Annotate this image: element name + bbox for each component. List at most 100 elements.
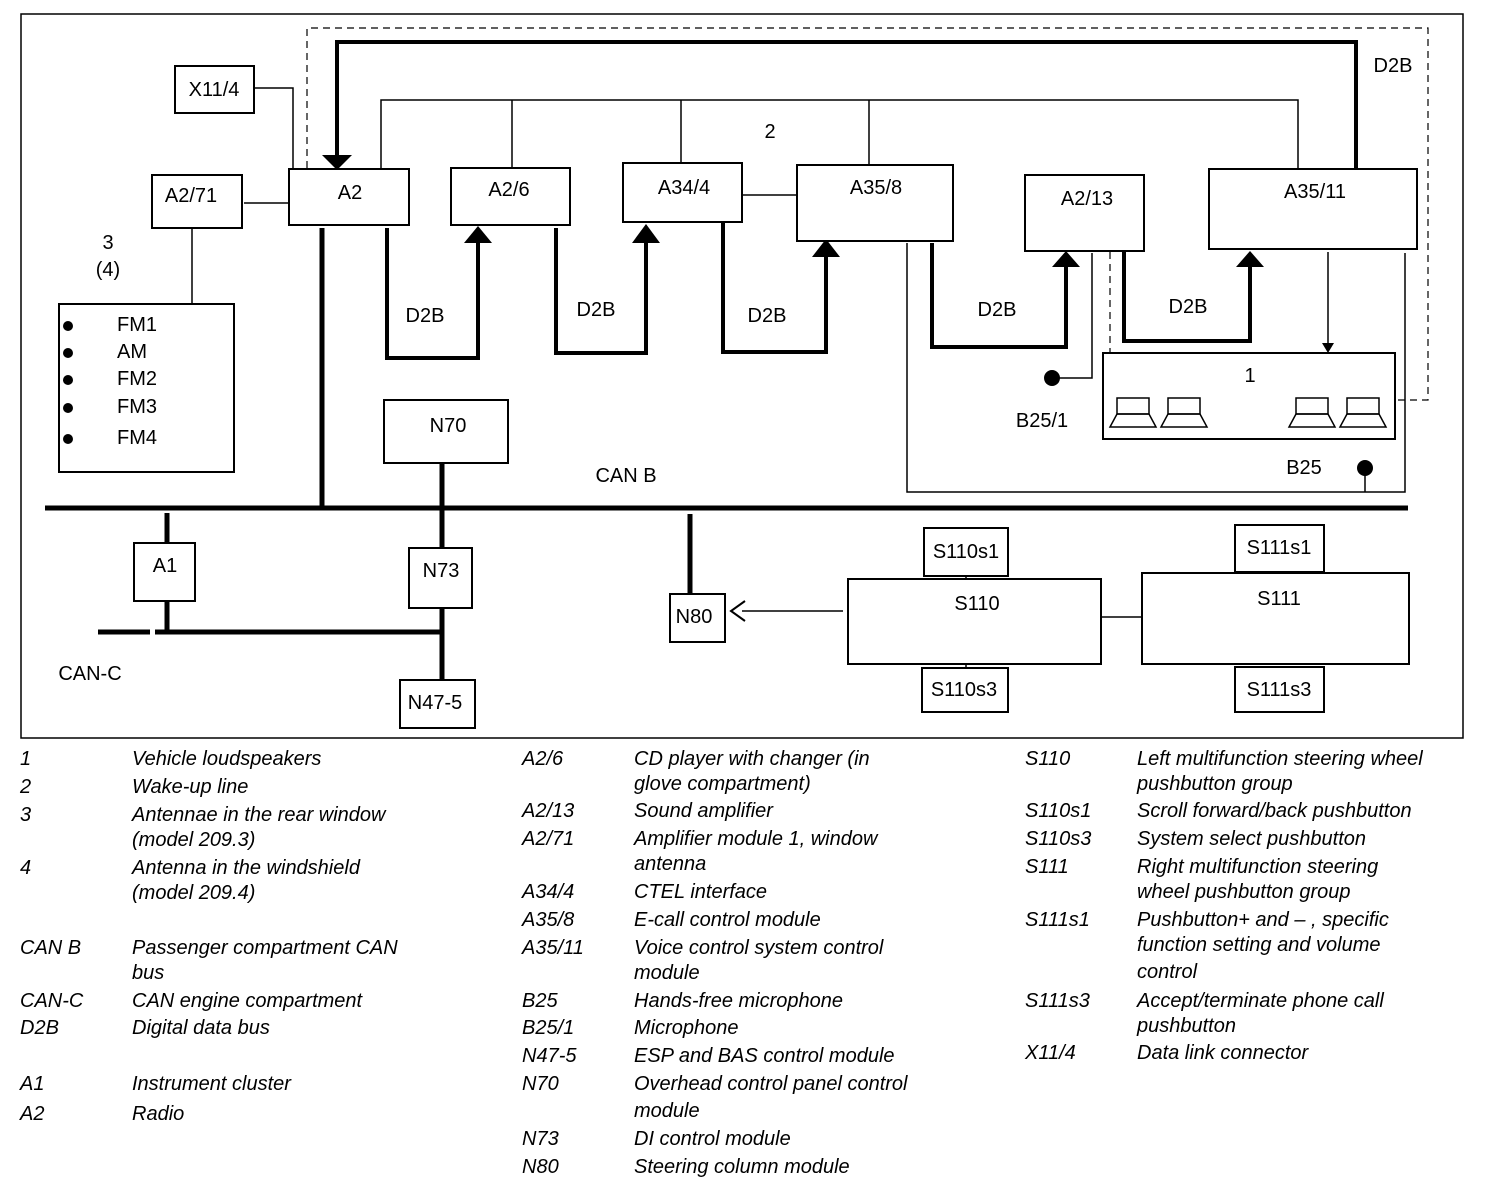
antenna-bullet bbox=[63, 434, 73, 444]
antenna-box: FM1 AM FM2 FM3 FM4 bbox=[58, 303, 235, 473]
s111-box: S111 bbox=[1141, 572, 1410, 665]
n475-box: N47-5 bbox=[399, 679, 476, 729]
d2b-label: D2B bbox=[748, 305, 787, 327]
svg-text:A2/13: A2/13 bbox=[1061, 188, 1113, 210]
legend-entry: CAN B Passenger compartment CAN bus bbox=[20, 937, 398, 984]
legend-entry: 2 Wake-up line bbox=[20, 776, 249, 798]
n80-box: N80 bbox=[669, 593, 726, 643]
loudspeaker-icon bbox=[1338, 397, 1388, 428]
svg-text:A34/4: A34/4 bbox=[658, 177, 710, 199]
loudspeakers-box: 1 bbox=[1102, 352, 1396, 440]
svg-text:A2/71: A2/71 bbox=[165, 185, 217, 207]
legend-entry: A2/13 Sound amplifier bbox=[522, 800, 773, 822]
loudspeaker-icon bbox=[1159, 397, 1209, 428]
legend-entry: 1 Vehicle loudspeakers bbox=[20, 748, 322, 770]
wiring-diagram: X11/4 A2/71 A2 A2/6 A34/4 A35/8 A2/13 A3… bbox=[20, 13, 1464, 739]
d2b-arrow-a26 bbox=[464, 226, 492, 243]
a358-box: A35/8 bbox=[796, 164, 954, 242]
antenna-item: FM2 bbox=[117, 368, 157, 390]
d2b-a2-a26 bbox=[385, 228, 480, 360]
antenna-bullet bbox=[63, 321, 73, 331]
s110s3-box: S110s3 bbox=[921, 667, 1009, 713]
x114-box: X11/4 bbox=[174, 65, 255, 114]
a213-box: A2/13 bbox=[1024, 174, 1145, 252]
legend-entry: 4 Antenna in the windshield (model 209.4… bbox=[20, 857, 360, 904]
legend-entry: A2/6 CD player with changer (in glove co… bbox=[522, 748, 870, 795]
d2b-arrow-a213 bbox=[1052, 251, 1080, 267]
d2b-return-line bbox=[335, 40, 1358, 168]
legend-entry: A2 Radio bbox=[20, 1103, 185, 1125]
svg-text:S110: S110 bbox=[954, 593, 999, 615]
s111s1-box: S111s1 bbox=[1234, 524, 1325, 573]
svg-text:A2: A2 bbox=[338, 182, 362, 204]
a26-box: A2/6 bbox=[450, 167, 571, 226]
d2b-arrow-a358 bbox=[812, 239, 840, 257]
legend-entry: B25 Hands-free microphone bbox=[522, 990, 843, 1012]
antenna-number-label: 3 bbox=[102, 232, 113, 254]
d2b-dashed-loop bbox=[306, 27, 1429, 401]
d2b-a344-a358 bbox=[721, 223, 828, 354]
legend-entry: N70 Overhead control panel control modul… bbox=[522, 1073, 908, 1122]
diagram-frame bbox=[20, 13, 1464, 739]
legend-entry: N73 DI control module bbox=[522, 1128, 791, 1150]
legend-entry: A1 Instrument cluster bbox=[20, 1073, 291, 1095]
antenna-item: FM4 bbox=[117, 427, 157, 449]
legend-entry: B25/1 Microphone bbox=[522, 1017, 739, 1039]
antenna-bullet bbox=[63, 403, 73, 413]
legend-entry: X11/4 Data link connector bbox=[1025, 1042, 1309, 1064]
d2b-arrow-a2 bbox=[322, 155, 352, 170]
d2b-label: D2B bbox=[406, 305, 445, 327]
legend-entry: S111 Right multifunction steering wheel … bbox=[1025, 856, 1379, 903]
svg-text:A2/6: A2/6 bbox=[488, 179, 529, 201]
legend-entry: A35/8 E-call control module bbox=[522, 909, 821, 931]
d2b-arrow-a344 bbox=[632, 224, 660, 243]
wake-up-line-label: 2 bbox=[764, 121, 775, 143]
loudspeaker-icon bbox=[1287, 397, 1337, 428]
n73-box: N73 bbox=[408, 547, 473, 609]
svg-text:X11/4: X11/4 bbox=[189, 79, 240, 101]
svg-text:A1: A1 bbox=[153, 555, 177, 577]
a271-box: A2/71 bbox=[151, 174, 243, 229]
svg-text:N47-5: N47-5 bbox=[408, 692, 462, 714]
s110s1-box: S110s1 bbox=[923, 527, 1009, 577]
n70-box: N70 bbox=[383, 399, 509, 464]
d2b-label: D2B bbox=[577, 299, 616, 321]
d2b-label: D2B bbox=[1169, 296, 1208, 318]
svg-text:S110s1: S110s1 bbox=[933, 541, 999, 563]
b251-link bbox=[1056, 253, 1093, 379]
d2b-label: D2B bbox=[978, 299, 1017, 321]
legend-entry: N80 Steering column module bbox=[522, 1156, 850, 1178]
d2b-label: D2B bbox=[1374, 55, 1413, 77]
wake-up-line bbox=[380, 99, 1299, 168]
legend-entry: N47-5 ESP and BAS control module bbox=[522, 1045, 895, 1067]
d2b-a26-a344 bbox=[554, 228, 648, 355]
s110-box: S110 bbox=[847, 578, 1102, 665]
svg-text:S111s3: S111s3 bbox=[1247, 679, 1312, 701]
microphone-b251-icon bbox=[1044, 370, 1060, 386]
legend-entry: D2B Digital data bus bbox=[20, 1017, 270, 1039]
svg-text:A35/11: A35/11 bbox=[1284, 181, 1346, 203]
svg-text:S110s3: S110s3 bbox=[931, 679, 997, 701]
loudspeaker-icon bbox=[1108, 397, 1158, 428]
svg-text:N70: N70 bbox=[430, 415, 467, 437]
legend-entry: S110s1 Scroll forward/back pushbutton bbox=[1025, 800, 1412, 822]
s111s3-box: S111s3 bbox=[1234, 666, 1325, 713]
antenna-item: FM3 bbox=[117, 396, 157, 418]
microphone-b25-icon bbox=[1357, 460, 1373, 476]
legend-entry: S110 Left multifunction steering wheel p… bbox=[1025, 748, 1423, 795]
legend-entry: S111s1 Pushbutton+ and – , specific func… bbox=[1025, 909, 1389, 983]
antenna-bullet bbox=[63, 348, 73, 358]
legend-entry: S111s3 Accept/terminate phone call pushb… bbox=[1025, 990, 1384, 1037]
a1-box: A1 bbox=[133, 542, 196, 602]
b25-label: B25 bbox=[1286, 457, 1322, 479]
legend-entry: CAN-C CAN engine compartment bbox=[20, 990, 363, 1012]
speaker-arrow bbox=[1322, 343, 1334, 353]
n80-arrow bbox=[729, 600, 746, 622]
d2b-a213-a3511 bbox=[1122, 252, 1252, 343]
legend-entry: A34/4 CTEL interface bbox=[522, 881, 768, 903]
legend-entry: A2/71 Amplifier module 1, window antenna bbox=[522, 828, 878, 875]
svg-text:N80: N80 bbox=[676, 606, 713, 628]
d2b-arrow-a3511 bbox=[1236, 251, 1264, 267]
b251-label: B25/1 bbox=[1016, 410, 1068, 432]
a2-box: A2 bbox=[288, 168, 410, 226]
